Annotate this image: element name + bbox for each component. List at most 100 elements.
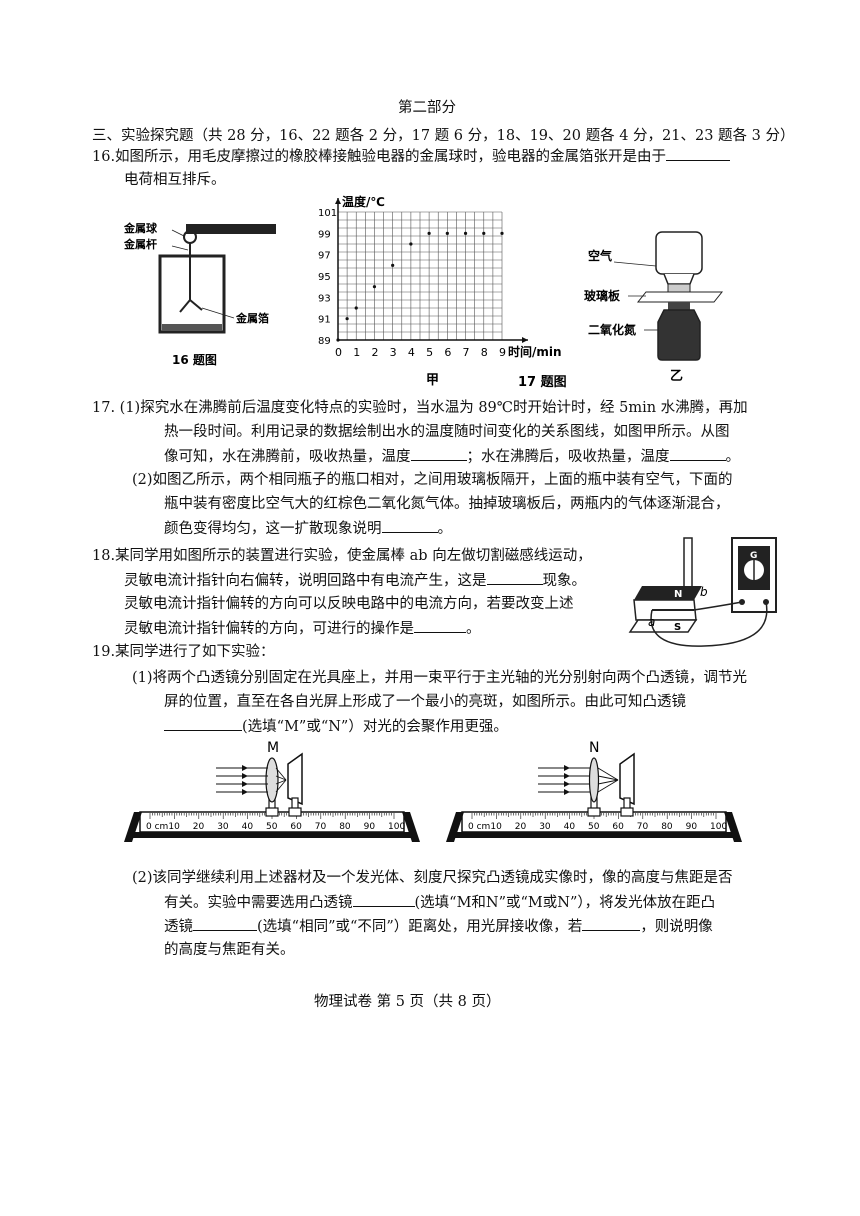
ruler-label: 0 cm xyxy=(468,822,490,832)
q17-blank-before-boiling[interactable] xyxy=(410,446,467,461)
q17-blank-after-boiling[interactable] xyxy=(669,446,726,461)
bench-base xyxy=(130,832,414,838)
ruler-label: 70 xyxy=(315,822,327,832)
y-tick-label: 89 xyxy=(318,336,331,347)
q19-blank-lens-choice[interactable] xyxy=(164,716,242,731)
page-footer: 物理试卷 第 5 页（共 8 页） xyxy=(314,994,501,1010)
label-metal-foil: 金属箔 xyxy=(235,311,269,325)
part-title: 第二部分 xyxy=(398,100,456,116)
label-no2: 二氧化氮 xyxy=(588,322,636,337)
y-axis-arrow xyxy=(335,198,341,204)
ruler-label: 50 xyxy=(266,822,278,832)
q19-p2-line1: (2)该同学继续利用上述器材及一个发光体、刻度尺探究凸透镜成实像时，像的高度与焦… xyxy=(132,870,733,886)
lens-label: M xyxy=(267,740,279,756)
chart-points xyxy=(336,231,504,342)
bench-base xyxy=(452,832,736,838)
light-ray-arrow xyxy=(564,773,570,779)
glass-plate xyxy=(636,291,724,303)
y-tick-label: 99 xyxy=(318,229,331,240)
x-tick-label: 5 xyxy=(426,346,433,359)
q19-p1-line2: 屏的位置，直至在各自光屏上形成了一个最小的亮斑，如图所示。由此可知凸透镜 xyxy=(164,694,686,710)
q18-line3: 灵敏电流计指针偏转的方向可以反映电路中的电流方向，若要改变上述 xyxy=(124,596,574,612)
x-tick-label: 4 xyxy=(408,346,415,359)
q18-blank-phenomenon[interactable] xyxy=(486,570,543,585)
section-title: 三、实验探究题（共 28 分，16、22 题各 2 分，17 题 6 分，18、… xyxy=(92,128,795,144)
label-n: N xyxy=(674,589,682,600)
y-tick-label: 95 xyxy=(318,272,331,283)
x-tick-label: 2 xyxy=(371,346,378,359)
q16-answer-blank[interactable] xyxy=(666,146,731,161)
data-point xyxy=(391,263,395,267)
data-point xyxy=(463,231,468,235)
lens-slider xyxy=(265,807,279,817)
ruler-label: 100 xyxy=(710,822,727,832)
y-tick-label: 93 xyxy=(318,293,331,304)
q19-p1-line3-text: (选填“M”或“N”）对光的会聚作用更强。 xyxy=(242,719,508,735)
q17-p2-line1: (2)如图乙所示，两个相同瓶子的瓶口相对，之间用玻璃板隔开，上面的瓶中装有空气，… xyxy=(132,472,733,488)
q17-p1-line3-a: 像可知，水在沸腾前，吸收热量，温度 xyxy=(164,449,411,465)
data-point xyxy=(427,231,431,235)
ruler-label: 80 xyxy=(661,822,673,832)
q19-blank-condition[interactable] xyxy=(582,916,641,931)
q19-p2-line3: 透镜(选填“相同”或“不同”）距离处，用光屏接收像，若，则说明像 xyxy=(164,916,713,937)
q16-line1: 16.如图所示，用毛皮摩擦过的橡胶棒接触验电器的金属球时，验电器的金属箔张开是由… xyxy=(92,146,731,167)
light-screen xyxy=(619,752,635,806)
x-tick-label: 7 xyxy=(463,346,470,359)
diffusion-bottles-figure: 空气 玻璃板 二氧化氮 乙 xyxy=(584,231,724,384)
ruler-label: 60 xyxy=(612,822,624,832)
q19-blank-lens-select[interactable] xyxy=(352,892,415,907)
bench-leg-left xyxy=(446,812,464,842)
refracted-ray xyxy=(597,775,619,781)
q18-line4-a: 灵敏电流计指针偏转的方向，可进行的操作是 xyxy=(124,621,414,637)
q19-p2-line2: 有关。实验中需要选用凸透镜(选填“M和N”或“M或N”），将发光体放在距凸 xyxy=(164,892,715,913)
light-ray-arrow xyxy=(564,765,570,771)
ruler-label: 20 xyxy=(515,822,527,832)
q19-p2-line3-a: 透镜 xyxy=(164,919,193,935)
q19-p1-line1: (1)将两个凸透镜分别固定在光具座上，并用一束平行于主光轴的光分别射向两个凸透镜… xyxy=(132,670,748,686)
q17-blank-diffusion[interactable] xyxy=(381,518,438,533)
ruler-label: 70 xyxy=(637,822,649,832)
ruler-label: 90 xyxy=(686,822,698,832)
light-ray-arrow xyxy=(242,789,248,795)
q18-line4: 灵敏电流计指针偏转的方向，可进行的操作是。 xyxy=(124,618,481,639)
metal-foil-left xyxy=(179,299,191,313)
glass-jar xyxy=(158,254,226,334)
convex-lens xyxy=(265,757,279,803)
q18-line2: 灵敏电流计指针向右偏转，说明回路中有电流产生，这是现象。 xyxy=(124,570,586,591)
refracted-ray xyxy=(597,779,619,793)
ruler-label: 0 cm xyxy=(146,822,168,832)
x-tick-label: 9 xyxy=(499,346,506,359)
label-s: S xyxy=(674,622,681,633)
fig17-caption: 17 题图 xyxy=(518,375,567,390)
x-tick-label: 1 xyxy=(353,346,360,359)
q18-line2-a: 灵敏电流计指针向右偏转，说明回路中有电流产生，这是 xyxy=(124,573,487,589)
data-point xyxy=(354,306,358,310)
q17-p1-line3-b: ；水在沸腾后，吸收热量，温度 xyxy=(466,449,670,465)
fig-yi-caption: 乙 xyxy=(670,369,683,384)
q19-blank-distance[interactable] xyxy=(193,916,257,931)
q19-p2-line4: 的高度与焦距有关。 xyxy=(164,942,295,958)
light-ray-arrow xyxy=(242,765,248,771)
upper-bottle xyxy=(655,231,703,275)
q18-blank-operation[interactable] xyxy=(414,618,466,633)
x-tick-label: 6 xyxy=(444,346,451,359)
y-tick-label: 91 xyxy=(318,315,331,326)
q17-p2-line2: 瓶中装有密度比空气大的红棕色二氧化氮气体。抽掉玻璃板后，两瓶内的气体逐渐混合， xyxy=(164,496,730,512)
x-axis-arrow xyxy=(522,337,528,343)
ruler-label: 60 xyxy=(290,822,302,832)
data-point xyxy=(336,338,340,342)
ruler-label: 80 xyxy=(339,822,351,832)
light-ray-arrow xyxy=(242,781,248,787)
convex-lens xyxy=(588,757,600,803)
q19-p2-line2-b: (选填“M和N”或“M或N”），将发光体放在距凸 xyxy=(414,895,716,911)
label-metal-rod: 金属杆 xyxy=(123,237,157,251)
data-point xyxy=(409,242,413,246)
q19-intro: 19.某同学进行了如下实验： xyxy=(92,644,275,660)
label-metal-ball: 金属球 xyxy=(123,221,158,235)
chart-caption-jia: 甲 xyxy=(426,373,439,388)
data-point xyxy=(445,231,449,235)
